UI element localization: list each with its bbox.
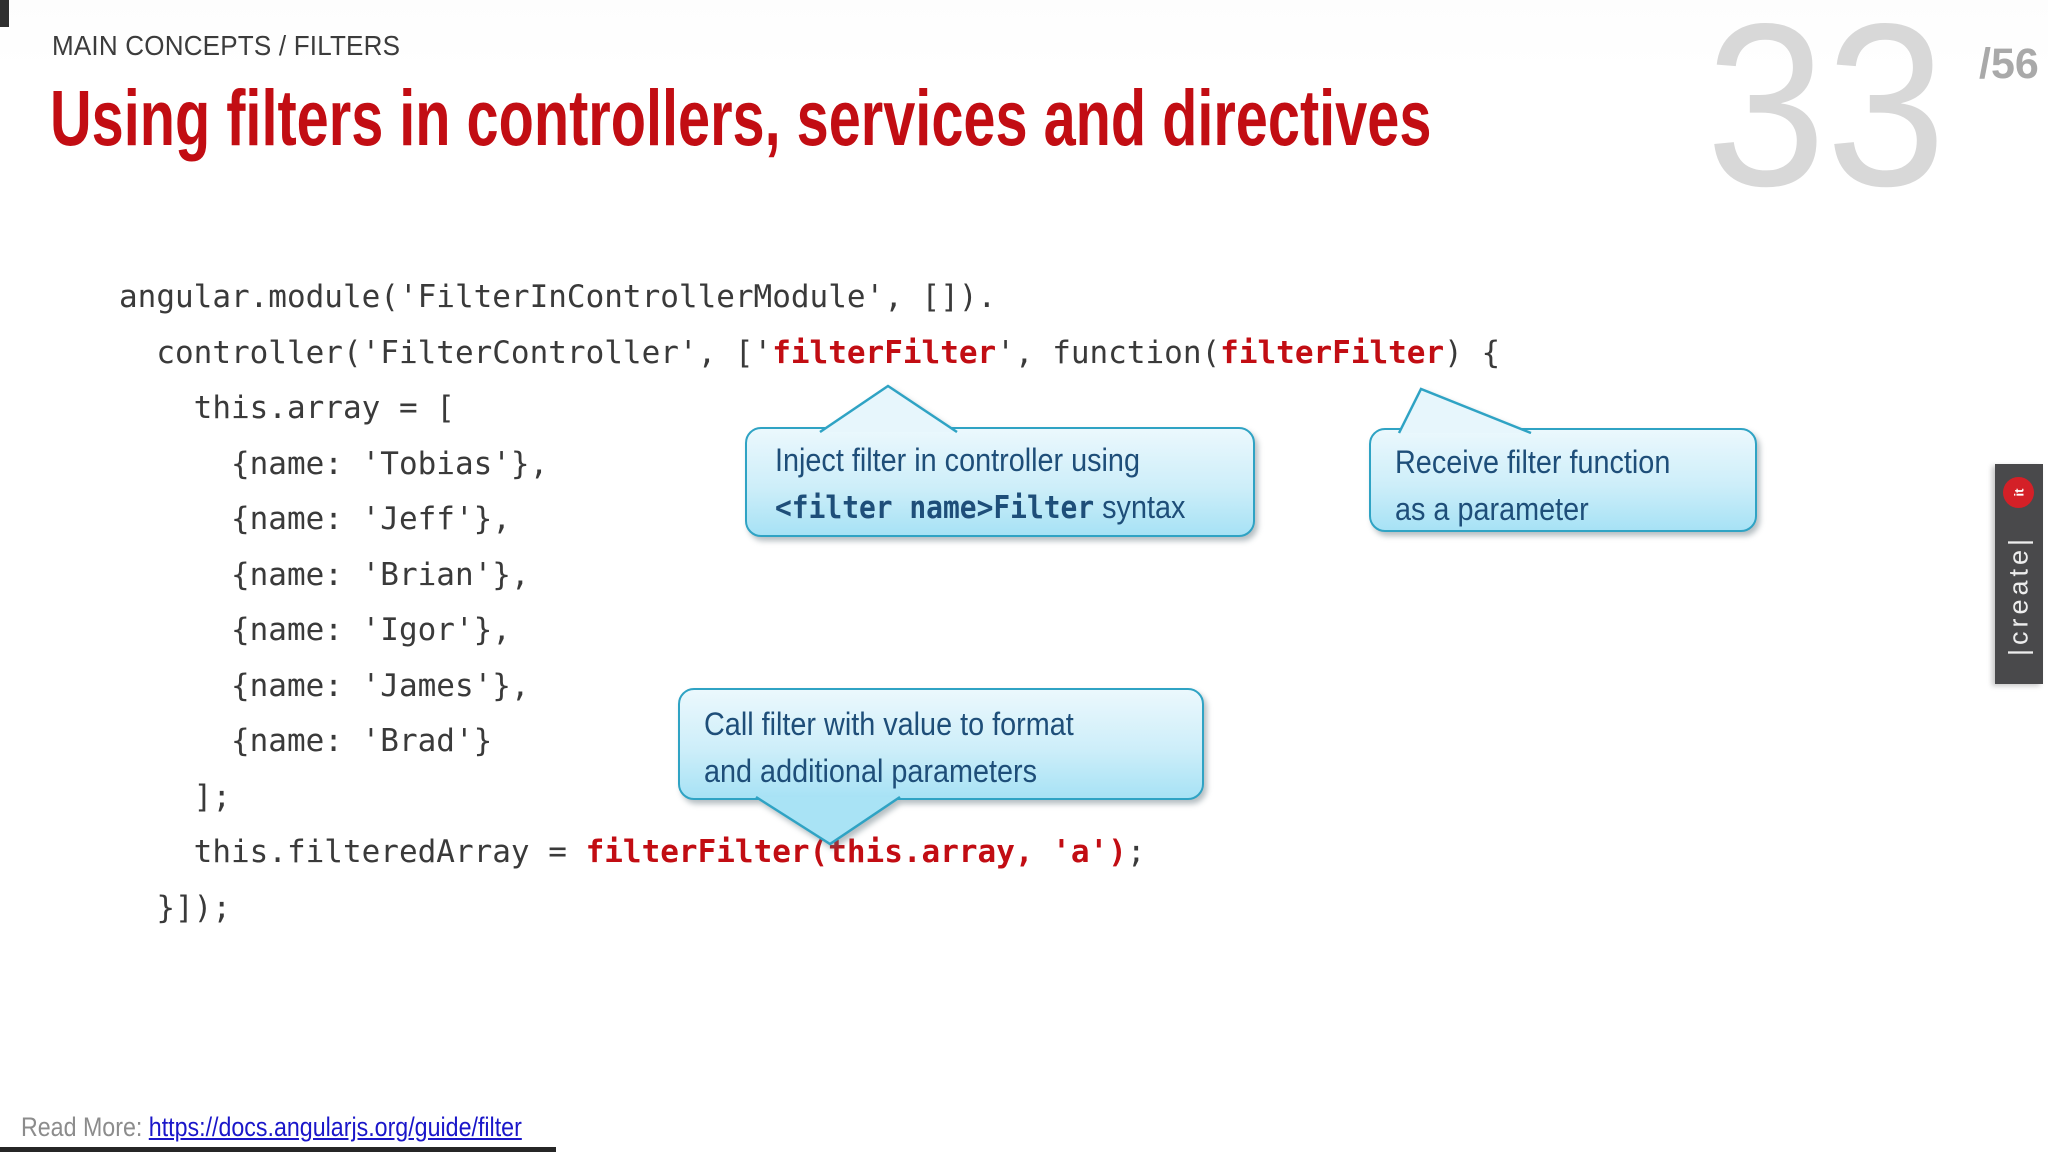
code-line: {name: 'Jeff'}, [119,501,511,537]
code-block: angular.module('FilterInControllerModule… [119,270,1500,936]
code-line: {name: 'Igor'}, [119,612,511,648]
code-line: ]; [119,778,231,815]
code-line: {name: 'Brad'} [119,723,493,759]
callout-bubble: Receive filter function as a parameter [1369,428,1757,532]
callout-receive-filter-function: Receive filter function as a parameter [1369,386,1759,534]
slide-total: /56 [1979,40,2039,88]
callout-line: as a parameter [1395,491,1589,527]
callout-tail-up-icon [819,384,958,433]
callout-line: Call filter with value to format [704,706,1074,742]
code-line: this.filteredArray = filterFilter(this.a… [119,834,1146,870]
callout-text: Inject filter in controller using <filter… [775,437,1243,532]
callout-line: and additional parameters [704,753,1038,789]
screen-artifact-bottom-edge [0,1147,556,1152]
footer: Read More: https://docs.angularjs.org/gu… [21,1112,522,1143]
callout-line: <filter name>Filter syntax [775,489,1186,526]
callout-tail-down-icon [755,795,901,846]
createit-badge-icon: it [2003,477,2034,508]
createit-badge-label: it [2010,488,2026,497]
callout-line: Inject filter in controller using [775,442,1140,478]
code-line: {name: 'James'}, [119,667,530,704]
code-line: }]); [119,889,231,926]
read-more-label: Read More: [21,1112,143,1142]
code-line: {name: 'Brian'}, [119,556,530,593]
createit-watermark-tab: it |create| [1995,464,2043,684]
breadcrumb: MAIN CONCEPTS / FILTERS [52,30,401,61]
callout-text: Receive filter function as a parameter [1395,439,1748,533]
slide-number: 33 [1706,0,1946,235]
callout-inject-filter: Inject filter in controller using <filter… [745,383,1257,537]
createit-vertical-label: |create| [2003,534,2034,656]
page-title: Using filters in controllers, services a… [50,73,1432,162]
callout-bubble: Inject filter in controller using <filter… [745,427,1255,537]
callout-bubble: Call filter with value to format and addi… [678,688,1204,800]
screen-artifact-top-left [0,0,9,27]
callout-line: Receive filter function [1395,444,1671,480]
callout-text: Call filter with value to format and addi… [704,701,1194,795]
code-line: angular.module('FilterInControllerModule… [119,279,997,315]
callout-tail-up-icon [1397,387,1532,434]
code-line: {name: 'Tobias'}, [119,445,549,482]
callout-call-filter: Call filter with value to format and addi… [678,688,1206,848]
code-line: this.array = [ [119,390,455,426]
read-more-link[interactable]: https://docs.angularjs.org/guide/filter [148,1112,522,1142]
code-line: controller('FilterController', ['filterF… [119,334,1501,371]
